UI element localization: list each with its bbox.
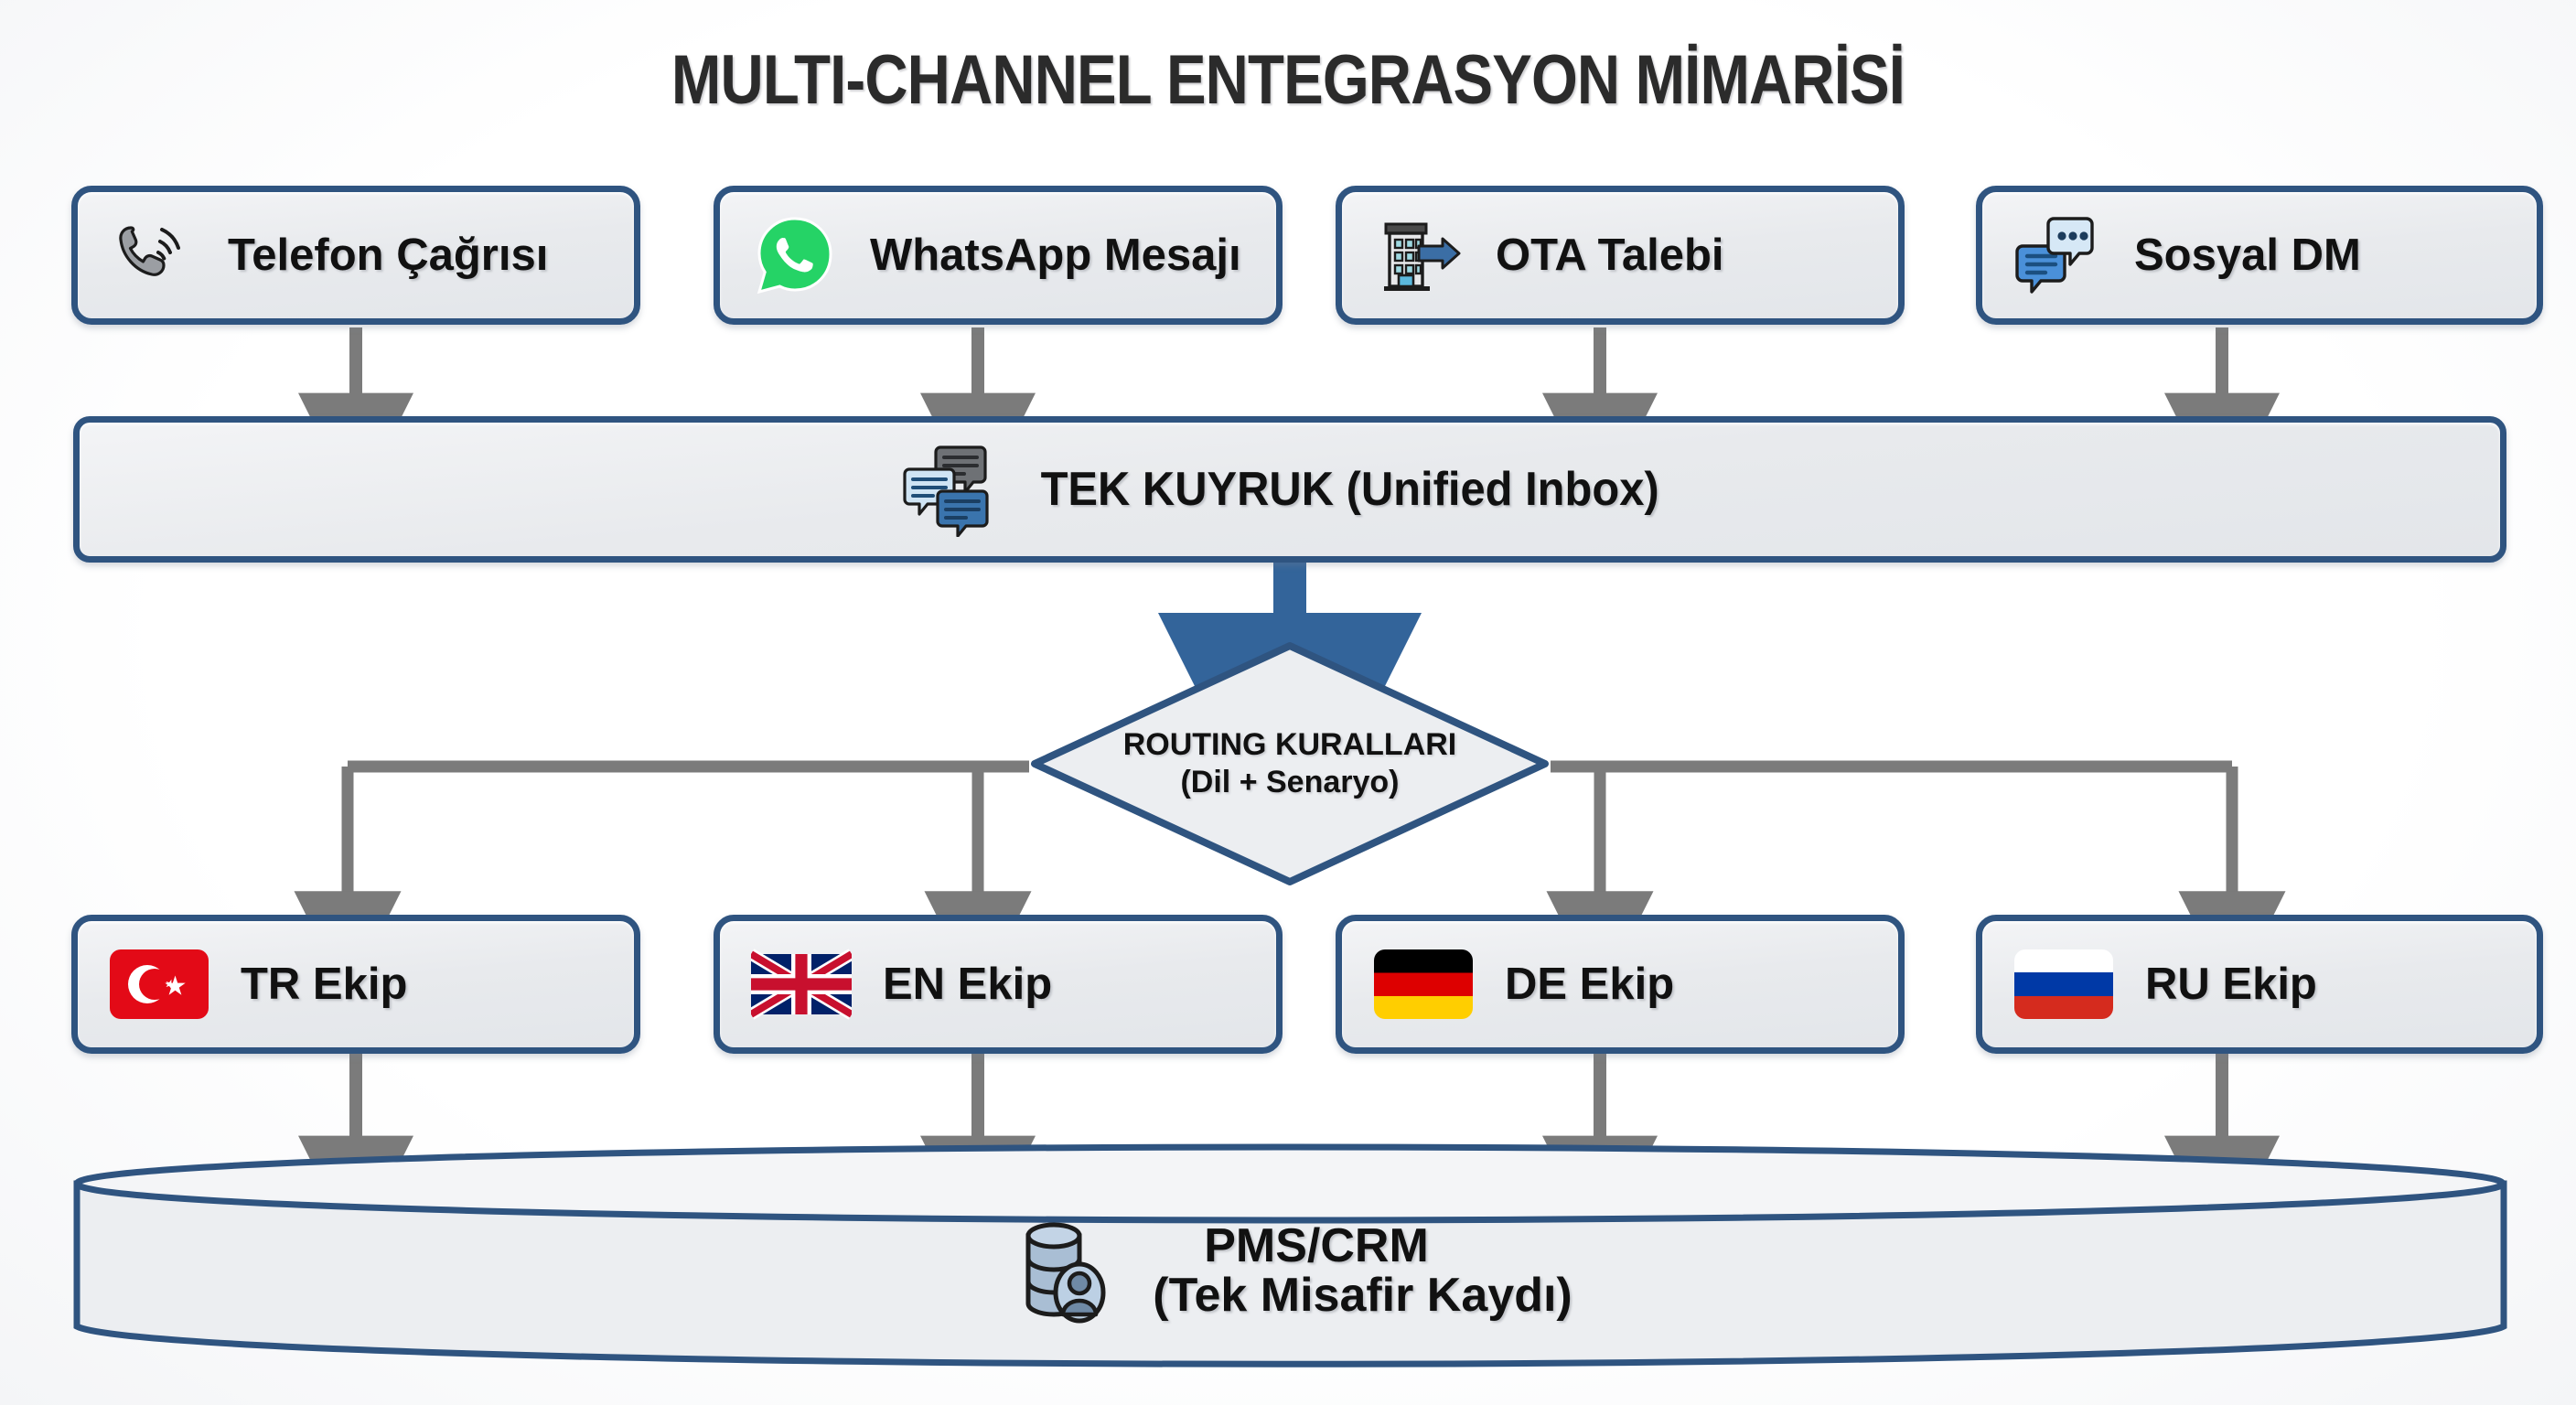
routing-rules-diamond[interactable]: ROUTING KURALLARI (Dil + Senaryo) [1029, 640, 1551, 887]
phone-call-icon [119, 226, 180, 276]
team-box-de[interactable]: DE Ekip [1336, 915, 1905, 1054]
chat-bubbles-icon [2015, 217, 2094, 294]
channel-box-telefon[interactable]: Telefon Çağrısı [71, 186, 640, 325]
team-box-en[interactable]: EN Ekip [714, 915, 1283, 1054]
arrow-channel-to-inbox-group [298, 327, 2280, 509]
channel-label-whatsapp: WhatsApp Mesajı [870, 231, 1241, 280]
team-label-de: DE Ekip [1505, 960, 1675, 1009]
diamond-shape [1031, 642, 1549, 885]
team-box-tr[interactable]: TR Ekip [71, 915, 640, 1054]
unified-inbox-box[interactable]: TEK KUYRUK (Unified Inbox) [73, 416, 2506, 563]
stacked-chat-bubbles-icon [903, 445, 989, 537]
team-label-en: EN Ekip [883, 960, 1053, 1009]
cylinder-shape [73, 1143, 2507, 1367]
datastore-cylinder[interactable]: PMS/CRM (Tek Misafir Kaydı) [71, 1142, 2509, 1368]
hotel-building-arrow-icon [1384, 222, 1461, 291]
channel-label-sosyal: Sosyal DM [2134, 231, 2361, 280]
flag-gb-icon [751, 949, 852, 1020]
flag-tr-icon [110, 949, 209, 1019]
channel-label-telefon: Telefon Çağrısı [228, 231, 549, 280]
arrow-team-to-datastore-group [298, 1054, 2280, 1251]
flag-ru-icon [2014, 949, 2113, 1019]
channel-box-sosyal[interactable]: Sosyal DM [1976, 186, 2543, 325]
channel-box-whatsapp[interactable]: WhatsApp Mesajı [714, 186, 1283, 325]
channel-label-ota: OTA Talebi [1496, 231, 1724, 280]
team-label-tr: TR Ekip [241, 960, 408, 1009]
channel-box-ota[interactable]: OTA Talebi [1336, 186, 1905, 325]
team-box-ru[interactable]: RU Ekip [1976, 915, 2543, 1054]
diagram-title: MULTI-CHANNEL ENTEGRASYON MİMARİSİ [671, 41, 1905, 119]
team-label-ru: RU Ekip [2145, 960, 2317, 1009]
unified-inbox-label: TEK KUYRUK (Unified Inbox) [1040, 463, 1660, 516]
whatsapp-icon [757, 217, 832, 295]
flag-de-icon [1374, 949, 1473, 1019]
